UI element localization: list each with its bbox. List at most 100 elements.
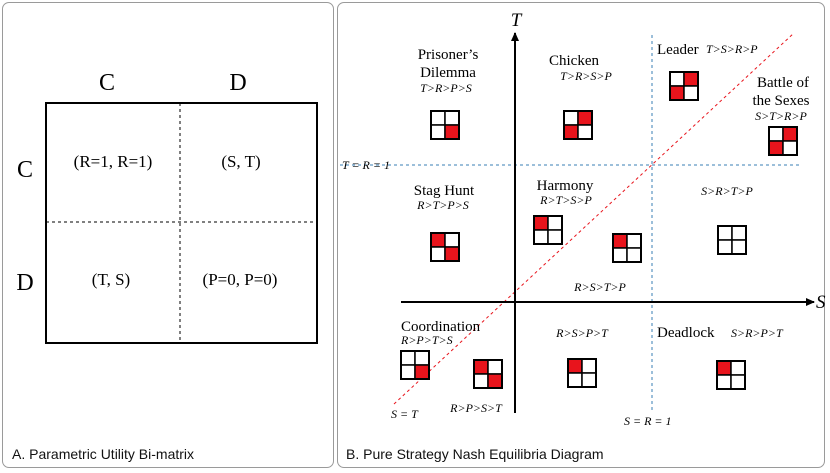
matrix-border — [669, 71, 699, 101]
empty-cell — [414, 350, 430, 366]
game-name-coordination: Coordination — [401, 319, 481, 335]
empty-cell — [581, 358, 597, 374]
empty-cell — [444, 110, 460, 126]
empty-cell — [730, 374, 746, 390]
empty-cell — [400, 364, 416, 380]
empty-cell — [430, 124, 446, 140]
equilibrium-cell — [782, 126, 798, 142]
matrix-stag-hunt — [430, 232, 460, 262]
order-harmony: R>T>S>P — [539, 193, 592, 207]
matrix-border — [400, 350, 430, 380]
matrix-upper-right — [717, 225, 747, 255]
equilibrium-cell — [444, 246, 460, 262]
equilibrium-cell — [612, 233, 628, 249]
s-equals-r-label: S = R = 1 — [624, 414, 672, 428]
empty-cell — [612, 247, 628, 263]
game-name-prisoners-dilemma-line1: Prisoner’s — [418, 47, 479, 63]
empty-cell — [400, 350, 416, 366]
matrix-border — [612, 233, 642, 263]
empty-cell — [782, 140, 798, 156]
panel-a-bimatrix: C D C D (R=1, R=1) (S, T) (T, S) (P=0, P… — [2, 2, 334, 468]
empty-cell — [547, 229, 563, 245]
order-lower-left: R>P>S>T — [449, 401, 503, 415]
empty-cell — [731, 225, 747, 241]
matrix-frame — [45, 102, 318, 344]
equilibrium-cell — [563, 124, 579, 140]
order-leader: T>S>R>P — [706, 42, 758, 56]
game-name-battle-line1: Battle of — [757, 75, 809, 91]
empty-cell — [581, 372, 597, 388]
order-harmony-lower: R>S>T>P — [573, 280, 626, 294]
cell-dd: (P=0, P=0) — [203, 270, 278, 289]
empty-cell — [717, 239, 733, 255]
matrix-lower-middle — [567, 358, 597, 388]
empty-cell — [547, 215, 563, 231]
order-prisoners-dilemma: T>R>P>S — [420, 81, 472, 95]
empty-cell — [768, 126, 784, 142]
t-axis-label: T — [511, 10, 523, 31]
order-chicken: T>R>S>P — [560, 69, 612, 83]
s-axis-label: S — [816, 292, 826, 313]
order-coordination: R>P>T>S — [400, 333, 453, 347]
game-name-leader: Leader — [657, 42, 699, 58]
s-equals-t-label: S = T — [391, 407, 419, 421]
game-name-stag-hunt: Stag Hunt — [414, 183, 475, 199]
equilibrium-cell — [669, 85, 685, 101]
empty-cell — [567, 372, 583, 388]
equilibrium-cell — [577, 110, 593, 126]
game-name-prisoners-dilemma-line2: Dilemma — [420, 65, 476, 81]
cell-cc: (R=1, R=1) — [74, 152, 153, 171]
row-header-c: C — [17, 157, 33, 183]
game-name-battle-line2: the Sexes — [752, 93, 809, 109]
empty-cell — [669, 71, 685, 87]
equilibrium-cell — [533, 215, 549, 231]
equilibrium-cell — [567, 358, 583, 374]
matrix-border — [430, 232, 460, 262]
equilibrium-cell — [683, 71, 699, 87]
col-header-d: D — [229, 70, 246, 96]
game-name-deadlock: Deadlock — [657, 325, 715, 341]
equilibrium-cell — [444, 124, 460, 140]
equilibrium-cell — [430, 232, 446, 248]
equilibrium-matrices — [400, 71, 798, 390]
equilibrium-cell — [716, 360, 732, 376]
matrix-prisoners-dilemma — [430, 110, 460, 140]
order-deadlock: S>R>P>T — [731, 326, 784, 340]
empty-cell — [717, 225, 733, 241]
empty-cell — [563, 110, 579, 126]
matrix-border — [430, 110, 460, 140]
panel-b-nash-diagram: T S T = R = 1 S = R = 1 S = T Prisoner’s… — [337, 2, 826, 468]
order-battle: S>T>R>P — [755, 109, 807, 123]
nash-diagram-svg: T S T = R = 1 S = R = 1 S = T Prisoner’s… — [340, 10, 826, 462]
equilibrium-cell — [473, 359, 489, 375]
matrix-border — [716, 360, 746, 390]
matrix-border — [473, 359, 503, 389]
game-name-chicken: Chicken — [549, 53, 599, 69]
matrix-deadlock — [716, 360, 746, 390]
col-header-c: C — [99, 70, 115, 96]
bimatrix-svg: C D C D (R=1, R=1) (S, T) (T, S) (P=0, P… — [12, 70, 318, 462]
matrix-coordination — [400, 350, 430, 380]
matrix-border — [567, 358, 597, 388]
row-header-d: D — [16, 270, 33, 296]
matrix-border — [768, 126, 798, 156]
game-name-harmony: Harmony — [537, 178, 594, 194]
matrix-chicken — [563, 110, 593, 140]
matrix-border — [717, 225, 747, 255]
matrix-border — [563, 110, 593, 140]
empty-cell — [444, 232, 460, 248]
matrix-lower-left — [473, 359, 503, 389]
empty-cell — [487, 359, 503, 375]
order-stag-hunt: R>T>P>S — [416, 198, 469, 212]
matrix-border — [533, 215, 563, 245]
empty-cell — [577, 124, 593, 140]
equilibrium-cell — [487, 373, 503, 389]
empty-cell — [731, 239, 747, 255]
empty-cell — [716, 374, 732, 390]
empty-cell — [473, 373, 489, 389]
cell-dc: (T, S) — [92, 270, 130, 289]
matrix-harmony-lower — [612, 233, 642, 263]
equilibrium-cell — [768, 140, 784, 156]
order-upper-right: S>R>T>P — [701, 184, 753, 198]
matrix-battle-of-the-sexes — [768, 126, 798, 156]
